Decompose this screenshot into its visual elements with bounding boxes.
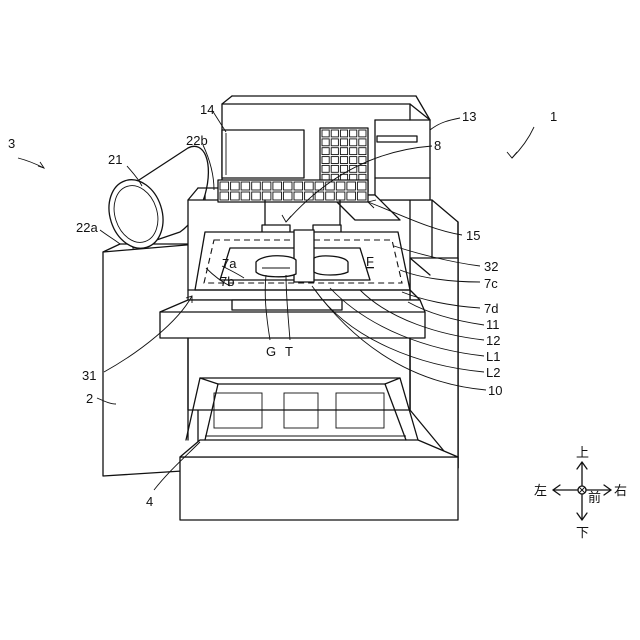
label-L2: L2: [486, 365, 500, 380]
direction-compass: [553, 462, 611, 520]
label-8: 8: [434, 138, 441, 153]
compass-front: 前: [588, 490, 601, 506]
label-21: 21: [108, 152, 122, 167]
label-10: 10: [488, 383, 502, 398]
label-22b: 22b: [186, 133, 208, 148]
label-12: 12: [486, 333, 500, 348]
label-L1: L1: [486, 349, 500, 364]
label-T: T: [285, 344, 293, 359]
label-11: 11: [486, 317, 500, 332]
label-7c: 7c: [484, 276, 498, 291]
label-G: G: [266, 344, 276, 359]
compass-up: 上: [576, 446, 589, 461]
display-screen: [222, 130, 304, 178]
label-2: 2: [86, 391, 93, 406]
label-1: 1: [550, 109, 557, 124]
label-F: F: [366, 254, 374, 269]
compass-left: 左: [534, 484, 547, 499]
label-3: 3: [8, 136, 15, 151]
keypad-bottom: [218, 180, 368, 202]
machine-body: [188, 188, 410, 410]
label-7b: 7b: [220, 274, 234, 289]
label-13: 13: [462, 109, 476, 124]
label-31: 31: [82, 368, 96, 383]
label-15: 15: [466, 228, 480, 243]
label-22a: 22a: [76, 220, 98, 235]
label-32: 32: [484, 259, 498, 274]
label-7a: 7a: [222, 256, 237, 271]
compass-down: 下: [576, 526, 589, 541]
compass-right: 右: [614, 484, 627, 499]
front-shelf: [160, 300, 425, 338]
label-14: 14: [200, 102, 214, 117]
label-4: 4: [146, 494, 153, 509]
left-housing: [103, 244, 198, 476]
label-7d: 7d: [484, 301, 498, 316]
